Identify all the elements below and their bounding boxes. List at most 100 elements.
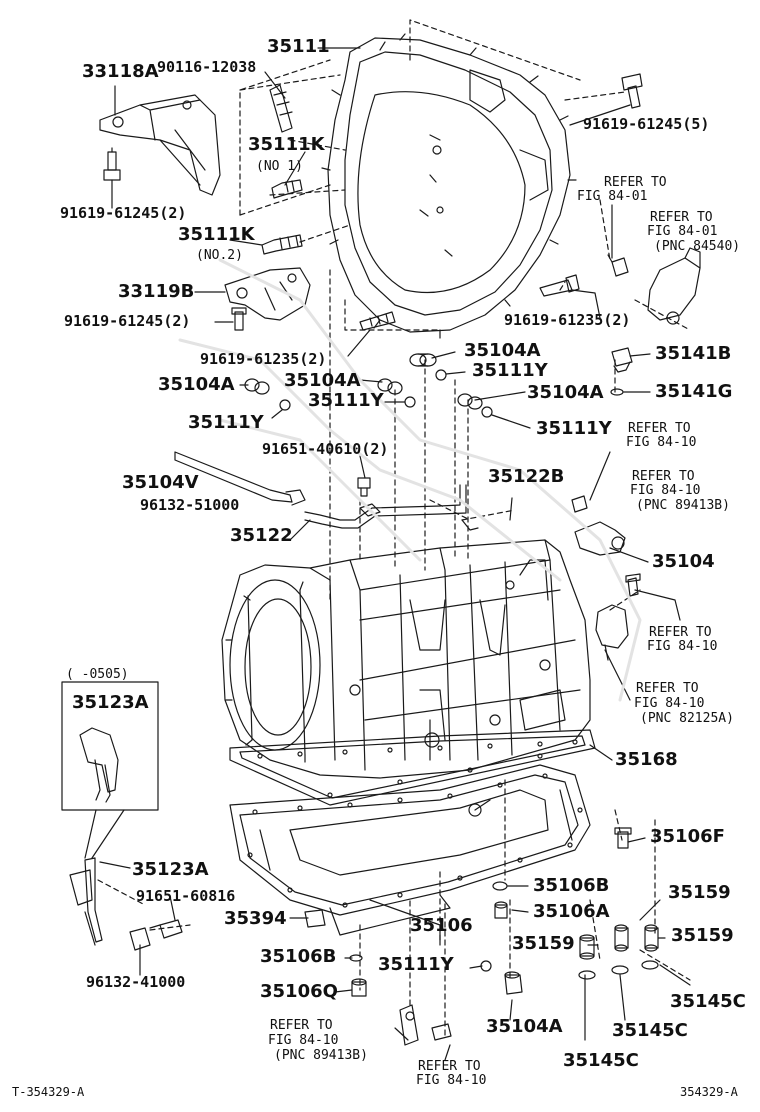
o-ring-35111y-1 xyxy=(435,369,447,381)
label-35106b-2[interactable]: 35106B xyxy=(260,946,337,967)
label-35145c-2[interactable]: 35145C xyxy=(612,1020,688,1041)
bolt-90116-12038 xyxy=(269,84,293,133)
label-35111k-2[interactable]: 35111K xyxy=(178,224,255,245)
sensor-89413b-top xyxy=(574,521,626,556)
sensor-84540-drawing xyxy=(647,247,701,325)
label-35104a-2[interactable]: 35104A xyxy=(284,370,361,391)
label-35159-3[interactable]: 35159 xyxy=(671,925,734,946)
bolt-35106f xyxy=(614,827,632,849)
plug-35141b xyxy=(611,347,633,373)
label-33119b[interactable]: 33119B xyxy=(118,281,195,302)
label-35111y-4[interactable]: 35111Y xyxy=(536,418,612,439)
label-35104a-1[interactable]: 35104A xyxy=(158,374,235,395)
refer-84-10-e-line2[interactable]: FIG 84-10 xyxy=(268,1033,339,1048)
label-no2: (NO.2) xyxy=(196,248,243,263)
bolt-84-10-bottom xyxy=(431,1023,452,1041)
label-91651-40610[interactable]: 91651-40610(2) xyxy=(262,440,389,458)
label-35111[interactable]: 35111 xyxy=(267,36,330,57)
label-35104v[interactable]: 35104V xyxy=(122,472,199,493)
label-35111y-3[interactable]: 35111Y xyxy=(472,360,548,381)
watermark-logo xyxy=(178,258,642,702)
bracket-33118a-drawing xyxy=(99,94,221,196)
pipe-35122b-drawing xyxy=(461,519,479,531)
refer-84-10-f-line1[interactable]: REFER TO xyxy=(418,1059,481,1074)
label-91619-61245-5[interactable]: 91619-61245(5) xyxy=(583,115,710,133)
plug-35106q xyxy=(351,978,367,997)
label-35111y-5[interactable]: 35111Y xyxy=(378,954,454,975)
o-ring-35111y-2 xyxy=(404,396,416,408)
label-91651-60816[interactable]: 91651-60816 xyxy=(136,887,236,905)
transmission-housing-drawing xyxy=(321,33,577,339)
refer-84-10-b-line1[interactable]: REFER TO xyxy=(632,469,695,484)
label-35104a-3[interactable]: 35104A xyxy=(464,340,541,361)
label-35159-2[interactable]: 35159 xyxy=(512,933,575,954)
o-ring-35111y-5 xyxy=(480,960,492,972)
bolt-35111k-2 xyxy=(261,234,303,255)
label-35394[interactable]: 35394 xyxy=(224,908,287,929)
label-96132-51000[interactable]: 96132-51000 xyxy=(140,496,240,514)
label-33118a[interactable]: 33118A xyxy=(82,61,159,82)
label-35106a[interactable]: 35106A xyxy=(533,901,610,922)
label-35159-1[interactable]: 35159 xyxy=(668,882,731,903)
inset-box xyxy=(61,681,159,859)
label-35104a-5[interactable]: 35104A xyxy=(486,1016,563,1037)
bolt-91651-60816 xyxy=(149,919,183,939)
label-35111k-1[interactable]: 35111K xyxy=(248,134,325,155)
bolt-84-01 xyxy=(607,254,629,277)
refer-84-01-b-line2[interactable]: FIG 84-01 xyxy=(647,224,718,239)
refer-84-10-b-line2[interactable]: FIG 84-10 xyxy=(630,483,701,498)
refer-84-10-a-line2[interactable]: FIG 84-10 xyxy=(626,435,697,450)
label-35111y-1[interactable]: 35111Y xyxy=(308,390,384,411)
label-96132-41000[interactable]: 96132-41000 xyxy=(86,973,186,991)
plug-35104a-3 xyxy=(377,378,403,395)
label-35141b[interactable]: 35141B xyxy=(655,343,732,364)
gasket-35145c-3 xyxy=(641,960,659,970)
label-35122[interactable]: 35122 xyxy=(230,525,293,546)
refer-84-01-a-line1[interactable]: REFER TO xyxy=(604,175,667,190)
inset-date-range: ( -0505) xyxy=(66,667,129,682)
label-35168[interactable]: 35168 xyxy=(615,749,678,770)
label-91619-61245-2a[interactable]: 91619-61245(2) xyxy=(60,204,187,222)
wire-harness-35123a xyxy=(69,857,103,946)
refer-84-10-c-line1[interactable]: REFER TO xyxy=(649,625,712,640)
refer-84-10-e-line3: (PNC 89413B) xyxy=(274,1048,368,1063)
label-no1: (NO 1) xyxy=(256,159,303,174)
o-ring-35111y-3 xyxy=(279,399,291,411)
refer-84-10-f-line2[interactable]: FIG 84-10 xyxy=(416,1073,487,1088)
refer-84-10-c-line2[interactable]: FIG 84-10 xyxy=(647,639,718,654)
ring-35141g xyxy=(610,388,624,396)
washer-35106b-1 xyxy=(492,881,508,891)
bolt-91619-61245-right xyxy=(621,73,643,109)
refer-84-10-d-line2[interactable]: FIG 84-10 xyxy=(634,696,705,711)
label-35106f[interactable]: 35106F xyxy=(650,826,725,847)
label-35122b[interactable]: 35122B xyxy=(488,466,565,487)
label-35111y-2[interactable]: 35111Y xyxy=(188,412,264,433)
refer-84-10-e-line1[interactable]: REFER TO xyxy=(270,1018,333,1033)
label-91619-61235-2a[interactable]: 91619-61235(2) xyxy=(200,350,327,368)
pipe-35122-drawing xyxy=(304,484,467,529)
bolt-91619-61235-left xyxy=(359,311,396,331)
label-35145c-3[interactable]: 35145C xyxy=(563,1050,639,1071)
bolt-91619-61245-33119b xyxy=(231,307,247,331)
label-35106[interactable]: 35106 xyxy=(410,915,473,936)
label-91619-61235-2b[interactable]: 91619-61235(2) xyxy=(504,311,631,329)
refer-84-10-a-line1[interactable]: REFER TO xyxy=(628,421,691,436)
label-35106q[interactable]: 35106Q xyxy=(260,981,338,1002)
refer-84-01-b-line1[interactable]: REFER TO xyxy=(650,210,713,225)
label-35106b-1[interactable]: 35106B xyxy=(533,875,610,896)
label-35104a-4[interactable]: 35104A xyxy=(527,382,604,403)
refer-84-01-a-line2[interactable]: FIG 84-01 xyxy=(577,189,648,204)
label-35104[interactable]: 35104 xyxy=(652,551,715,572)
label-91619-61245-2b[interactable]: 91619-61245(2) xyxy=(64,312,191,330)
label-35123a-inset[interactable]: 35123A xyxy=(72,692,149,713)
label-35141g[interactable]: 35141G xyxy=(655,381,733,402)
label-35145c-1[interactable]: 35145C xyxy=(670,991,746,1012)
alignment-lines-top xyxy=(97,19,691,1036)
plug-35104a-5 xyxy=(504,971,523,995)
label-90116-12038[interactable]: 90116-12038 xyxy=(157,58,257,76)
refer-84-10-d-line1[interactable]: REFER TO xyxy=(636,681,699,696)
gasket-35145c-2 xyxy=(611,965,629,975)
bolt-91619-61245-left xyxy=(103,147,121,181)
label-35123a[interactable]: 35123A xyxy=(132,859,209,880)
